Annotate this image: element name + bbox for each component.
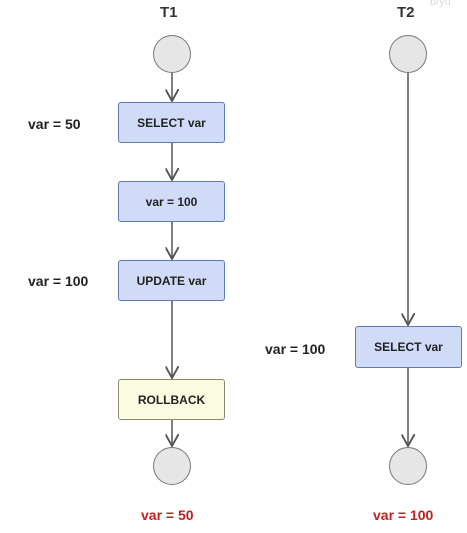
t1-step-1-side-label: var = 50 bbox=[28, 116, 81, 132]
t2-start-node bbox=[389, 35, 427, 73]
t2-column-title: T2 bbox=[397, 4, 415, 21]
t1-column-title: T1 bbox=[160, 4, 178, 21]
t1-start-node bbox=[153, 35, 191, 73]
t2-result: var = 100 bbox=[373, 507, 434, 523]
t1-end-node bbox=[153, 447, 191, 485]
t1-result: var = 50 bbox=[141, 507, 194, 523]
t2-select-step: SELECT var bbox=[355, 326, 462, 368]
watermark: b/yu bbox=[430, 0, 451, 8]
t2-end-node bbox=[389, 447, 427, 485]
t1-rollback-step: ROLLBACK bbox=[118, 379, 225, 420]
t1-update-step: UPDATE var bbox=[118, 260, 225, 301]
t2-step-1-side-label: var = 100 bbox=[265, 341, 326, 357]
t1-assign-step: var = 100 bbox=[118, 181, 225, 222]
t1-step-3-side-label: var = 100 bbox=[28, 273, 89, 289]
t1-select-step: SELECT var bbox=[118, 102, 225, 143]
